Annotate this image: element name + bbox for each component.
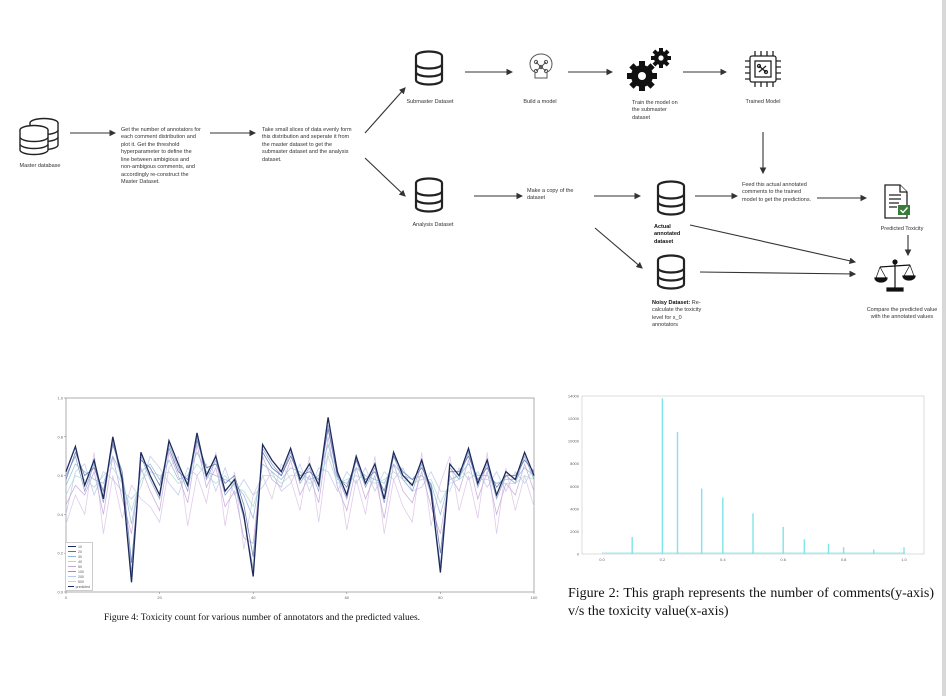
predicted-toxicity-label: Predicted Toxicity <box>880 226 924 232</box>
figure2-x-tick-label: 0.0 <box>599 557 605 562</box>
submaster-dataset-label: Submaster Dataset <box>406 99 454 105</box>
trained-model-icon <box>745 51 781 87</box>
figure4-legend-item: 30 <box>68 554 90 559</box>
analysis-dataset-label: Analysis Dataset <box>412 222 454 228</box>
figure4-legend-swatch <box>68 561 76 562</box>
figure4-series-line <box>65 451 535 550</box>
analysis-database-icon <box>414 177 444 213</box>
figure4-legend-swatch <box>68 581 76 582</box>
master-database-icon <box>19 117 59 156</box>
compare-label: Compare the predicted value with the ann… <box>866 307 938 321</box>
figure4-y-tick-label: 0.0 <box>57 590 63 595</box>
figure4-x-tick-label: 80 <box>438 595 443 600</box>
figure4-x-tick-label: 100 <box>531 595 538 600</box>
figure4-legend-swatch <box>68 546 76 547</box>
figure4-plot: 0.0 0.2 0.4 0.6 0.8 1.0 0 20 40 60 80 100 <box>57 396 538 601</box>
noisy-dataset-label: Noisy Dataset: Re-calculate the toxicity… <box>652 300 702 329</box>
gears-icon <box>627 48 671 91</box>
figure4-caption: Figure 4: Toxicity count for various num… <box>104 613 421 623</box>
figure4-legend-swatch <box>68 571 76 572</box>
build-model-label: Build a model <box>523 99 557 105</box>
figure4-y-tick-label: 0.6 <box>57 473 63 478</box>
figure4-legend-item: 100 <box>68 569 90 574</box>
figure4-legend-item: 40 <box>68 559 90 564</box>
figure4-legend-item: predicted <box>68 584 90 589</box>
figure4-legend-item: 20 <box>68 549 90 554</box>
build-model-icon <box>529 53 553 79</box>
figure4-series-line <box>65 425 535 573</box>
figure2-x-tick-label: 0.4 <box>720 557 726 562</box>
trained-model-label: Trained Model <box>745 99 781 105</box>
figure2-y-tick-label: 2000 <box>570 529 580 534</box>
figure2-y-tick-label: 4000 <box>570 506 580 511</box>
figure2-y-tick-label: 12000 <box>568 416 580 421</box>
step-slice-data: Take small slices of data evenly form th… <box>262 127 352 163</box>
figure2-y-tick-label: 8000 <box>570 461 580 466</box>
figure2-x-tick-label: 0.6 <box>780 557 786 562</box>
figure4-legend-swatch <box>68 586 74 587</box>
master-database-label: Master database <box>19 163 61 169</box>
figure4-x-tick-label: 20 <box>157 595 162 600</box>
figure4-y-tick-label: 1.0 <box>57 396 63 401</box>
figure2-chart: 0 2000 4000 6000 8000 10000 12000 14000 0.0 0.2 0.… <box>562 388 932 576</box>
flowchart-arrows <box>70 68 912 278</box>
figure4-x-tick-label: 0 <box>65 595 68 600</box>
figure4-y-tick-label: 0.2 <box>57 551 63 556</box>
noisy-database-icon <box>656 254 686 290</box>
submaster-database-icon <box>414 50 444 86</box>
figure2-x-tick-label: 0.8 <box>841 557 847 562</box>
figure4-y-tick-label: 0.8 <box>57 434 63 439</box>
figure4-legend-label: 50 <box>78 564 82 569</box>
figure2-y-tick-label: 6000 <box>570 484 580 489</box>
figure2-y-tick-label: 10000 <box>568 439 580 444</box>
figure2-y-tick-label: 14000 <box>568 394 580 399</box>
document-check-icon <box>884 184 910 219</box>
balance-scale-icon <box>874 259 916 292</box>
figure4-legend-item: 10 <box>68 544 90 549</box>
figure4-legend-item: 50 <box>68 564 90 569</box>
figure4-legend-swatch <box>68 566 76 567</box>
figure2-plot: 0 2000 4000 6000 8000 10000 12000 14000 0.0 0.2 0.… <box>568 394 925 562</box>
figure4-legend-swatch <box>68 576 76 577</box>
figure4-series-line <box>65 417 535 583</box>
figure4-legend-label: predicted <box>75 584 90 589</box>
figure2-x-tick-label: 0.2 <box>660 557 666 562</box>
figure4-x-tick-label: 40 <box>251 595 256 600</box>
figure4-x-tick-label: 60 <box>345 595 350 600</box>
page-edge <box>942 0 946 696</box>
figure4-legend-label: 200 <box>78 574 84 579</box>
actual-annotated-database-icon <box>656 180 686 216</box>
figure4-legend-label: 30 <box>78 554 82 559</box>
figure4-legend-item: 200 <box>68 574 90 579</box>
figure4-legend-label: 500 <box>78 579 84 584</box>
figure4-legend-swatch <box>68 551 76 552</box>
figure2-x-tick-label: 1.0 <box>901 557 907 562</box>
feed-model-label: Feed this actual annotated comments to t… <box>742 182 812 203</box>
step-number-of-annotators: Get the number of annotators for each co… <box>121 127 201 185</box>
figure2-y-tick-label: 0 <box>577 552 580 557</box>
figure4-legend-label: 20 <box>78 549 82 554</box>
figure4-legend-item: 500 <box>68 579 90 584</box>
figure4-series-line <box>65 436 535 545</box>
train-model-label: Train the model on the submaster dataset <box>632 100 678 121</box>
figure4-legend-label: 10 <box>78 544 82 549</box>
figure4-y-tick-label: 0.4 <box>57 512 63 517</box>
actual-annotated-label: Actual annotated dataset <box>654 224 681 245</box>
figure4-legend-swatch <box>68 556 76 557</box>
make-copy-label: Make a copy of the dataset <box>527 188 574 202</box>
figure4-legend-label: 40 <box>78 559 82 564</box>
figure4-series-line <box>65 443 535 525</box>
figure2-caption: Figure 2: This graph represents the numb… <box>568 586 934 620</box>
figure4-legend-label: 100 <box>78 569 84 574</box>
